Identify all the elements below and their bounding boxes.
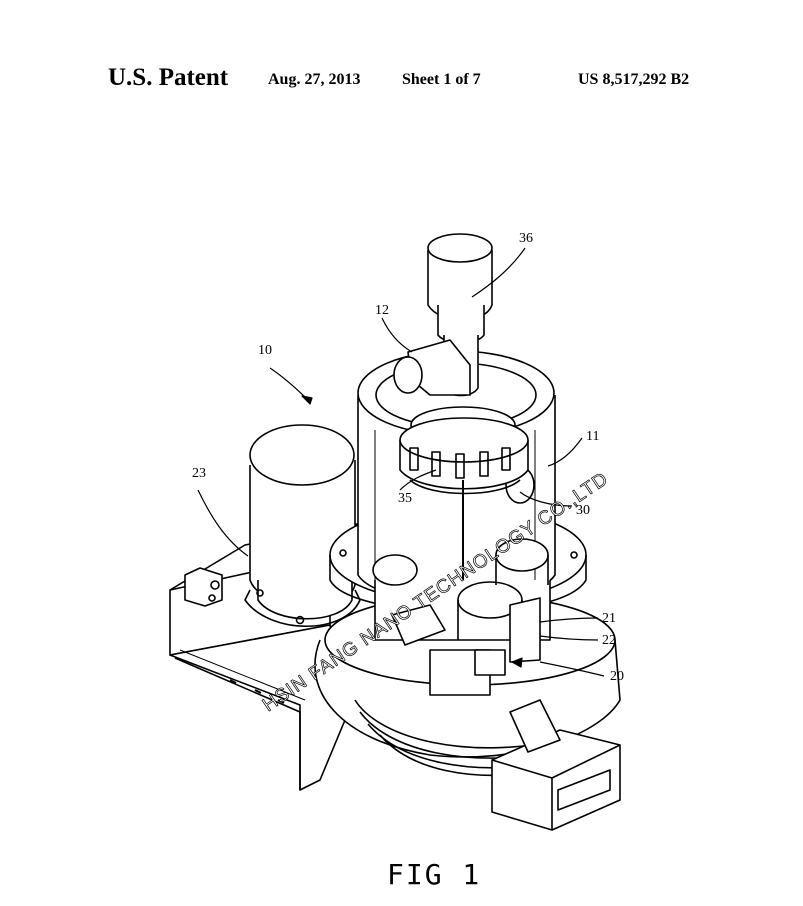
classifier-rotor: [399, 406, 529, 610]
ref-20: 20: [610, 669, 624, 684]
figure-label: FIG 1: [387, 858, 482, 891]
ref-12: 12: [375, 303, 389, 318]
ref-11: 11: [586, 429, 599, 444]
ref-22: 22: [602, 633, 616, 648]
motor-23: [244, 424, 361, 627]
outlet-duct: [491, 699, 621, 831]
patent-date: Aug. 27, 2013: [268, 71, 361, 88]
grinding-assembly: [372, 538, 551, 696]
reference-numerals: 36 12 10 11 23 35 30 21 22 20: [192, 231, 624, 684]
ref-36: 36: [519, 231, 533, 246]
patent-label: U.S. Patent: [108, 64, 229, 91]
ref-21: 21: [602, 611, 616, 626]
patent-number: US 8,517,292 B2: [578, 71, 690, 88]
ref-35: 35: [398, 491, 412, 506]
sheet-number: Sheet 1 of 7: [402, 71, 481, 88]
ref-30: 30: [576, 503, 590, 518]
leader-lines: [197, 247, 605, 677]
ref-10: 10: [258, 343, 272, 358]
elbow-inlet-12: [393, 339, 471, 396]
ref-23: 23: [192, 466, 206, 481]
